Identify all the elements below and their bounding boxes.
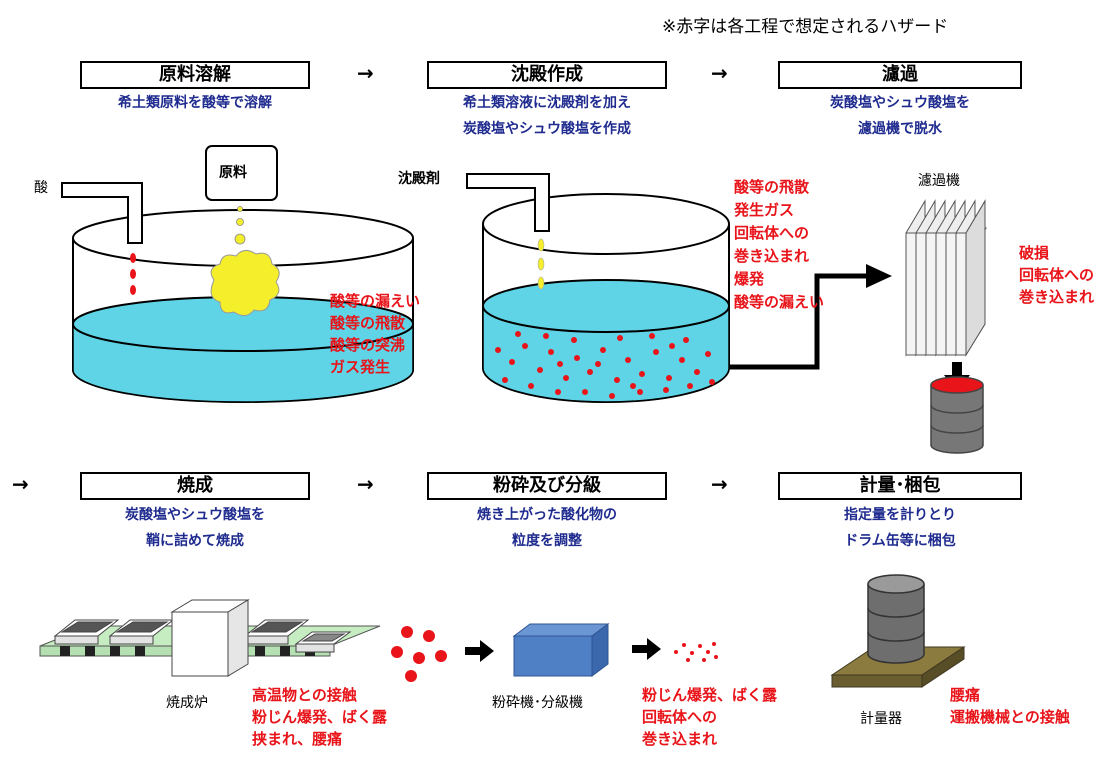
hazard-item: 酸等の飛散 xyxy=(330,314,406,332)
hazard-item: 高温物との接触 xyxy=(252,686,357,704)
hazard-item: 破損 xyxy=(1019,244,1050,262)
hazard-item: 酸等の漏えい xyxy=(330,292,421,310)
step-desc-filtration-1: 炭酸塩やシュウ酸塩を xyxy=(830,95,970,111)
step-title-precipitation: 沈殿作成 xyxy=(427,61,667,89)
hazard-item: 爆発 xyxy=(734,270,765,288)
step-desc-crushing-2: 粒度を調整 xyxy=(512,533,582,549)
step-title-filtration: 濾過 xyxy=(778,61,1022,89)
step-desc-precipitation-1: 希土類溶液に沈殿剤を加え xyxy=(463,95,631,111)
step-desc-packing-2: ドラム缶等に梱包 xyxy=(844,533,956,549)
product-drum xyxy=(930,376,984,454)
step-title-dissolution: 原料溶解 xyxy=(80,61,310,89)
flow-arrow: → xyxy=(357,472,374,496)
acid-label: 酸 xyxy=(34,180,48,196)
hazards-packing: 腰痛 運搬機械との接触 xyxy=(950,684,1070,728)
raw-material-box xyxy=(205,145,278,201)
crusher-label: 粉砕機･分級機 xyxy=(492,695,583,711)
hazard-item: 巻き込まれ xyxy=(734,247,810,265)
step-desc-dissolution: 希土類原料を酸等で溶解 xyxy=(118,95,272,111)
hazard-item: 酸等の漏えい xyxy=(734,293,825,311)
hazard-item: 回転体への xyxy=(734,224,810,242)
hazards-filtration: 破損 回転体への 巻き込まれ xyxy=(1019,242,1094,308)
hazards-firing: 高温物との接触 粉じん爆発、ばく露 挟まれ、腰痛 xyxy=(252,684,387,750)
hazard-item: 回転体への xyxy=(1019,266,1095,284)
dissolution-tank xyxy=(61,145,414,403)
hazards-precipitation: 酸等の飛散 発生ガス 回転体への 巻き込まれ 爆発 酸等の漏えい xyxy=(734,176,824,314)
precipitant-pipe xyxy=(466,173,550,232)
precipitate-particles xyxy=(495,331,715,399)
precipitant-label: 沈殿剤 xyxy=(398,171,440,187)
step-desc-firing-1: 炭酸塩やシュウ酸塩を xyxy=(125,507,265,523)
hazard-legend-note: ※赤字は各工程で想定されるハザード xyxy=(662,17,949,37)
hazard-item: 粉じん爆発、ばく露 xyxy=(642,686,778,704)
hazard-item: 巻き込まれ xyxy=(1019,288,1095,306)
oxide-particles xyxy=(391,626,447,682)
flow-arrow: → xyxy=(711,61,728,85)
flow-arrow: → xyxy=(12,472,29,496)
hazard-item: 巻き込まれ xyxy=(642,730,718,748)
furnace-label: 焼成炉 xyxy=(166,695,208,711)
hazard-item: 酸等の突沸 xyxy=(330,336,406,354)
hazards-dissolution: 酸等の漏えい 酸等の飛散 酸等の突沸 ガス発生 xyxy=(330,290,420,378)
filter-press xyxy=(905,199,987,357)
step-title-packing: 計量･梱包 xyxy=(778,472,1022,500)
acid-pipe xyxy=(61,182,143,244)
step-desc-precipitation-2: 炭酸塩やシュウ酸塩を作成 xyxy=(463,121,631,137)
step-desc-packing-1: 指定量を計りとり xyxy=(844,507,956,523)
flow-arrow: → xyxy=(357,61,374,85)
hazard-item: ガス発生 xyxy=(330,358,391,376)
hazard-item: 腰痛 xyxy=(950,686,981,704)
hazard-item: 酸等の飛散 xyxy=(734,178,810,196)
crusher-classifier xyxy=(512,623,610,677)
step-title-firing: 焼成 xyxy=(80,472,310,500)
hazard-item: 挟まれ、腰痛 xyxy=(252,730,343,748)
weighing-scale xyxy=(830,574,966,688)
hazards-crushing: 粉じん爆発、ばく露 回転体への 巻き込まれ xyxy=(642,684,777,750)
step-desc-firing-2: 鞘に詰めて焼成 xyxy=(146,533,244,549)
filter-label: 濾過機 xyxy=(918,173,960,189)
scale-label: 計量器 xyxy=(860,711,902,727)
precipitation-tank xyxy=(466,173,730,403)
step-desc-crushing-1: 焼き上がった酸化物の xyxy=(477,507,617,523)
step-title-crushing: 粉砕及び分級 xyxy=(427,472,667,500)
raw-material-label: 原料 xyxy=(219,165,247,181)
hazard-item: 回転体への xyxy=(642,708,718,726)
furnace-conveyor xyxy=(39,599,381,677)
dissolving-material xyxy=(210,250,280,316)
step-desc-filtration-2: 濾過機で脱水 xyxy=(858,121,942,137)
hazard-item: 粉じん爆発、ばく露 xyxy=(252,708,388,726)
hazard-item: 運搬機械との接触 xyxy=(950,708,1070,726)
flow-arrow: → xyxy=(711,472,728,496)
hazard-item: 発生ガス xyxy=(734,201,795,219)
